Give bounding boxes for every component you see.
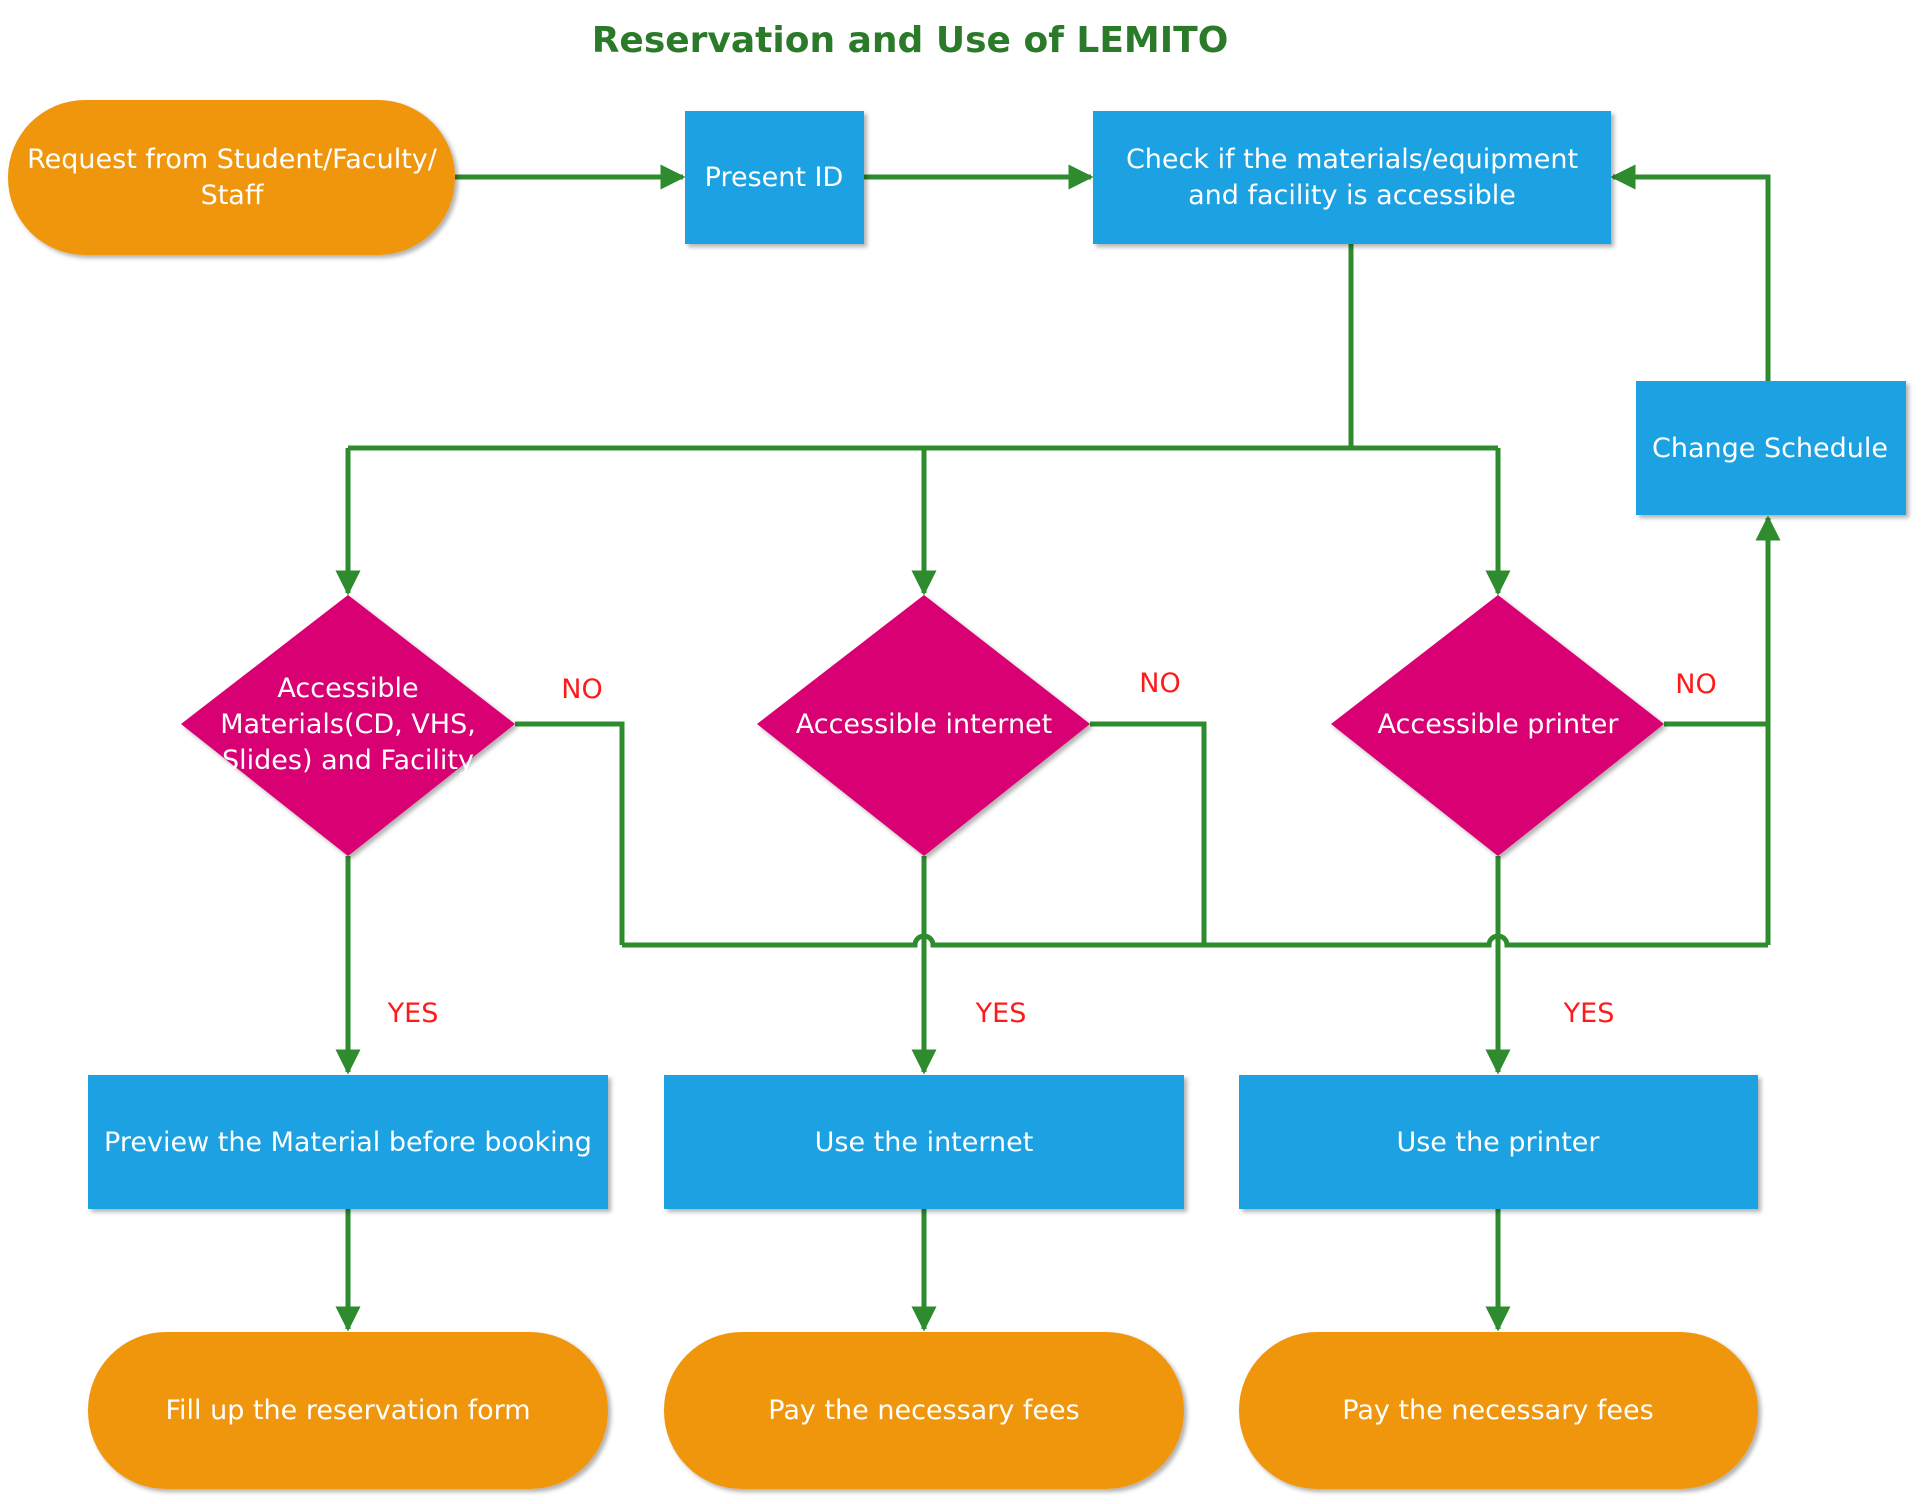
fill-form-text-line: Fill up the reservation form: [165, 1395, 530, 1426]
pay-fees-2-text-line: Pay the necessary fees: [1342, 1395, 1653, 1426]
node-pay-fees-printer: Pay the necessary fees: [1239, 1332, 1758, 1489]
node-check: Check if the materials/equipment and faci…: [1093, 111, 1611, 244]
check-text-line: Check if the materials/equipment: [1126, 144, 1578, 175]
edge-no-internet: [1090, 721, 1207, 945]
check-text-line: and facility is accessible: [1188, 180, 1516, 211]
svg-text:Use the internet: Use the internet: [815, 1127, 1034, 1158]
edge-label-no-internet: NO: [1139, 668, 1180, 699]
edge-labels-group: NO NO NO YES YES YES: [387, 668, 1717, 1029]
diagram-title: Reservation and Use of LEMITO: [592, 20, 1229, 61]
edge-label-yes-materials: YES: [387, 998, 439, 1029]
svg-text:Change Schedule: Change Schedule: [1652, 433, 1888, 464]
use-internet-text-line: Use the internet: [815, 1127, 1034, 1158]
edge-change-schedule-to-check: [1610, 164, 1771, 381]
svg-text:Accessible internet: Accessible internet: [796, 709, 1053, 740]
svg-text:Check if the materials/equipme: Check if the materials/equipment and faci…: [1126, 144, 1578, 211]
node-use-internet: Use the internet: [664, 1075, 1184, 1209]
request-text-line: Request from Student/Faculty/: [27, 144, 438, 175]
node-fill-form: Fill up the reservation form: [88, 1332, 608, 1489]
edges-group: [335, 164, 1781, 1332]
present-id-text-line: Present ID: [705, 162, 844, 193]
use-printer-text-line: Use the printer: [1396, 1127, 1600, 1158]
edge-label-yes-internet: YES: [975, 998, 1027, 1029]
svg-text:Accessible printer: Accessible printer: [1378, 709, 1620, 740]
edge-label-no-materials: NO: [561, 674, 602, 705]
preview-text-line: Preview the Material before booking: [104, 1127, 592, 1158]
request-text-line: Staff: [201, 180, 265, 211]
node-request: Request from Student/Faculty/Staff: [8, 100, 455, 255]
svg-text:Present ID: Present ID: [705, 162, 844, 193]
edge-label-no-printer: NO: [1675, 669, 1716, 700]
node-pay-fees-internet: Pay the necessary fees: [664, 1332, 1184, 1489]
nodes-group: Request from Student/Faculty/Staff Prese…: [8, 100, 1906, 1489]
svg-text:Pay the necessary fees: Pay the necessary fees: [768, 1395, 1079, 1426]
svg-text:Fill up the reservation form: Fill up the reservation form: [165, 1395, 530, 1426]
dec-internet-text-line: Accessible internet: [796, 709, 1053, 740]
svg-text:Preview the Material before bo: Preview the Material before booking: [104, 1127, 592, 1158]
edge-label-yes-printer: YES: [1563, 998, 1615, 1029]
node-change-schedule: Change Schedule: [1636, 381, 1906, 515]
svg-text:Pay the necessary fees: Pay the necessary fees: [1342, 1395, 1653, 1426]
edge-no-bus: [622, 933, 1768, 948]
pay-fees-1-text-line: Pay the necessary fees: [768, 1395, 1079, 1426]
svg-text:Use the printer: Use the printer: [1396, 1127, 1600, 1158]
change-schedule-text-line: Change Schedule: [1652, 433, 1888, 464]
node-use-printer: Use the printer: [1239, 1075, 1758, 1209]
dec-materials-text-line: Slides) and Facility: [222, 745, 474, 776]
node-preview: Preview the Material before booking: [88, 1075, 608, 1209]
edge-no-materials: [515, 721, 625, 945]
dec-materials-text-line: Accessible: [277, 673, 418, 704]
svg-text:Request from Student/Faculty/S: Request from Student/Faculty/Staff: [27, 144, 438, 211]
dec-materials-text-line: Materials(CD, VHS,: [220, 709, 476, 740]
node-decision-printer: Accessible printer: [1331, 595, 1664, 856]
node-present-id: Present ID: [685, 111, 864, 244]
dec-printer-text-line: Accessible printer: [1378, 709, 1620, 740]
node-decision-internet: Accessible internet: [757, 595, 1090, 856]
